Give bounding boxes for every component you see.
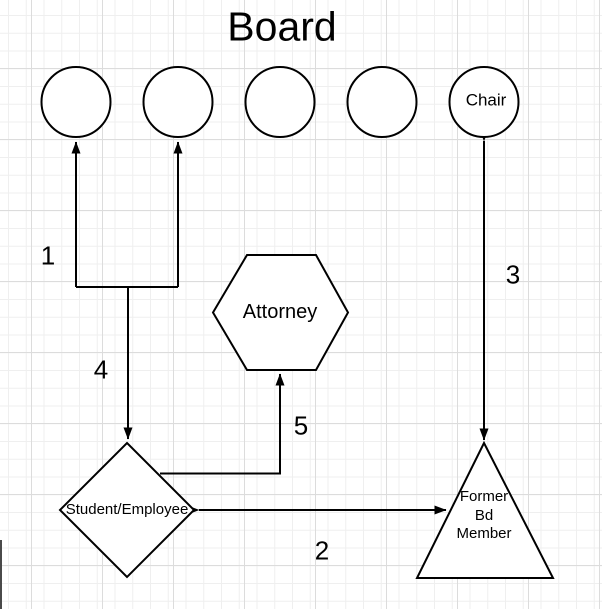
former-bd-member-label-line3: Member bbox=[456, 525, 512, 543]
former-bd-member-label-line2: Bd bbox=[474, 506, 494, 524]
connector-label-2[interactable]: 2 bbox=[314, 535, 330, 566]
connector-1[interactable] bbox=[71, 141, 183, 288]
board-member-circle-3[interactable] bbox=[244, 66, 316, 138]
chair-circle[interactable] bbox=[448, 66, 520, 138]
diagram-title[interactable]: Board bbox=[227, 3, 337, 50]
former-bd-member-triangle[interactable] bbox=[415, 440, 555, 579]
chair-label: Chair bbox=[465, 90, 507, 110]
connector-label-1[interactable]: 1 bbox=[40, 240, 56, 271]
attorney-hexagon[interactable] bbox=[211, 254, 350, 371]
attorney-label: Attorney bbox=[242, 301, 318, 323]
board-member-circle-1[interactable] bbox=[40, 66, 112, 138]
board-member-circle-4[interactable] bbox=[346, 66, 418, 138]
former-bd-member-label-line1: Former bbox=[459, 488, 509, 506]
board-member-circle-2[interactable] bbox=[142, 66, 214, 138]
student-employee-label: Student/Employee bbox=[65, 500, 189, 518]
student-employee-diamond[interactable] bbox=[58, 441, 196, 579]
connector-5[interactable] bbox=[160, 373, 285, 475]
connector-label-4[interactable]: 4 bbox=[93, 354, 109, 385]
former-bd-member-label: Former Bd Member bbox=[456, 488, 511, 544]
connector-label-3[interactable]: 3 bbox=[505, 259, 521, 290]
connector-label-5[interactable]: 5 bbox=[293, 410, 309, 441]
canvas-left-edge-artifact bbox=[0, 540, 2, 609]
